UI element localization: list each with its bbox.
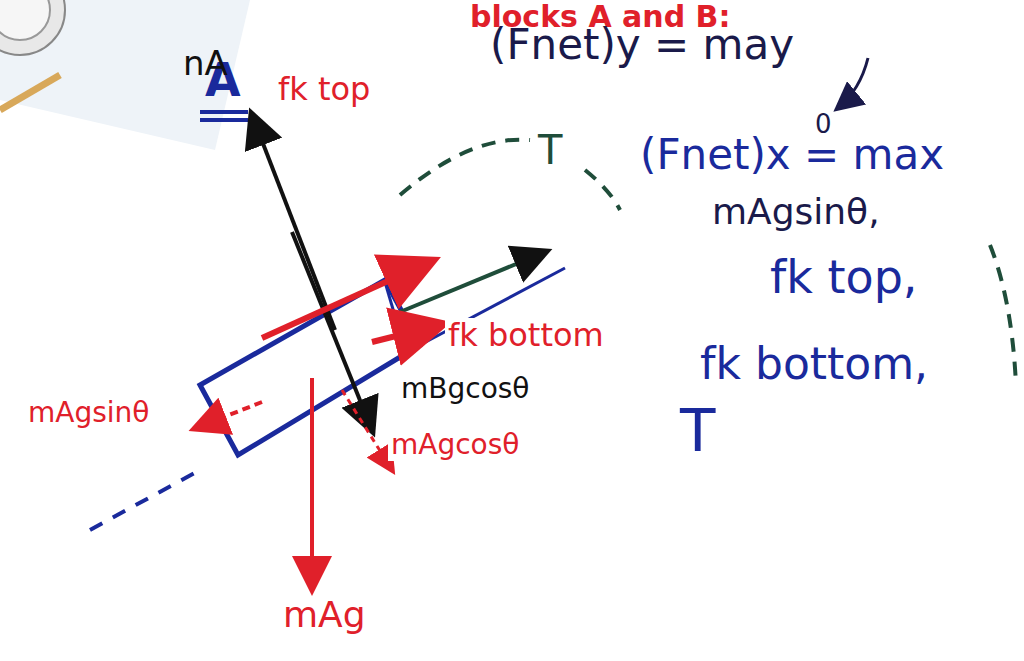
force-label: mAg [283, 595, 366, 635]
incline-line [90, 470, 200, 530]
parallel-component-arrow [196, 402, 262, 428]
friction-bottom-arrow [372, 325, 440, 342]
force-label: mBgcosθ [398, 374, 533, 405]
normal-force-arrow [252, 115, 335, 330]
grouping-arc [400, 140, 530, 195]
force-term: mAgsinθ, [712, 192, 880, 232]
force-label: fk bottom [445, 318, 607, 353]
pointer-arrow [838, 58, 868, 108]
equation: (Fnet)x = max [640, 132, 944, 178]
force-label: fk top [278, 72, 370, 107]
underline [200, 112, 248, 120]
friction-top-arrow [262, 262, 430, 338]
grouping-arc [585, 170, 620, 210]
force-term: T [680, 400, 715, 464]
force-label: mAgsinθ [25, 398, 152, 429]
pulley-remnant [0, 0, 250, 150]
grouping-arc [990, 245, 1016, 385]
weight-arrow [310, 378, 314, 588]
equation: (Fnet)y = may [490, 22, 794, 68]
perpendicular-component-arrow [342, 390, 392, 470]
force-term: fk top, [770, 252, 917, 303]
force-label: nA [183, 45, 228, 82]
block-b-normal-arrow [292, 232, 372, 430]
force-label: mAgcosθ [388, 430, 522, 461]
force-term: fk bottom, [700, 340, 928, 388]
force-label: T [538, 128, 562, 172]
tension-arrow [400, 252, 545, 312]
